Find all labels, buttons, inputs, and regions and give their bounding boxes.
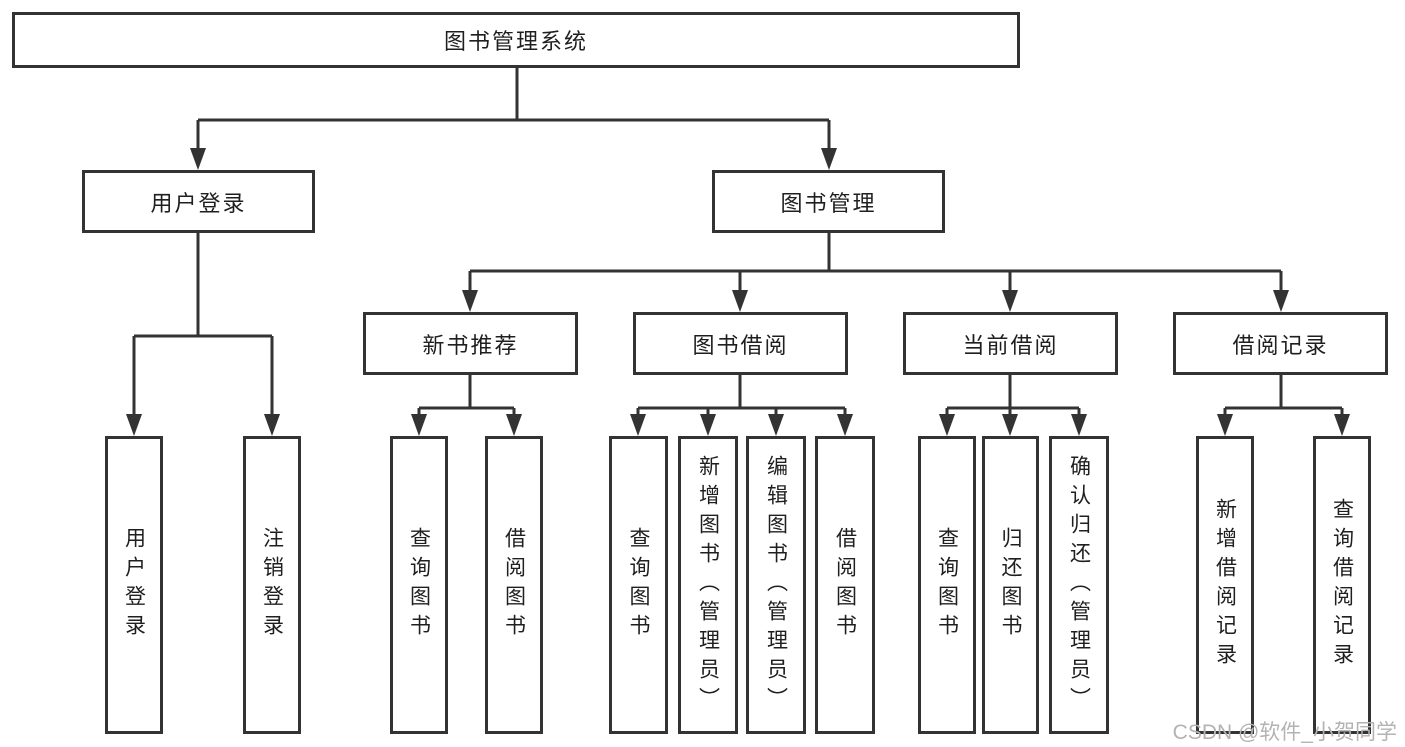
arrowhead (506, 414, 522, 436)
node-borrow-books-recommend: 借阅图书 (485, 436, 543, 734)
arrowhead (1002, 414, 1018, 436)
node-user-login-action: 用户登录 (105, 436, 163, 734)
node-borrow-books-action: 借阅图书 (815, 436, 875, 734)
node-return-book-label: 归还图书 (999, 527, 1022, 643)
node-book-management: 图书管理 (712, 170, 945, 233)
node-query-borrow-record: 查询借阅记录 (1313, 436, 1371, 734)
node-book-management-label: 图书管理 (780, 190, 877, 216)
arrowhead (190, 148, 206, 170)
node-book-borrow-label: 图书借阅 (692, 332, 789, 358)
node-edit-book-admin-label: 编辑图书（管理员） (764, 454, 788, 716)
arrowhead (264, 414, 280, 436)
connector-book-management-children (468, 233, 1283, 292)
arrowhead (700, 414, 716, 436)
node-borrow-record: 借阅记录 (1173, 312, 1388, 375)
node-query-books-current-label: 查询图书 (935, 527, 959, 643)
node-user-login: 用户登录 (82, 170, 315, 233)
connector-new-book-children (417, 375, 516, 418)
arrowhead (1071, 414, 1087, 436)
node-edit-book-admin: 编辑图书（管理员） (746, 436, 806, 734)
node-add-borrow-record-label: 新增借阅记录 (1213, 498, 1237, 672)
arrowhead (462, 290, 478, 312)
node-root: 图书管理系统 (12, 12, 1020, 68)
arrowhead (1273, 290, 1289, 312)
arrowhead (411, 414, 427, 436)
node-confirm-return-admin-label: 确认归还（管理员） (1067, 454, 1091, 716)
node-return-book: 归还图书 (982, 436, 1039, 734)
node-current-borrow-label: 当前借阅 (962, 332, 1059, 358)
node-query-books-recommend: 查询图书 (390, 436, 448, 734)
node-book-borrow: 图书借阅 (633, 312, 848, 375)
node-borrow-record-label: 借阅记录 (1232, 332, 1329, 358)
arrowhead (630, 414, 646, 436)
arrowhead (768, 414, 784, 436)
node-query-borrow-record-label: 查询借阅记录 (1330, 498, 1354, 672)
arrowhead (1334, 414, 1350, 436)
node-confirm-return-admin: 确认归还（管理员） (1049, 436, 1109, 734)
node-logout-label: 注销登录 (260, 527, 284, 643)
connector-book-borrow-children (636, 375, 847, 418)
arrowhead (732, 290, 748, 312)
node-query-books-recommend-label: 查询图书 (407, 527, 431, 643)
arrowhead (1002, 290, 1018, 312)
node-query-books-borrow: 查询图书 (609, 436, 668, 734)
node-user-login-label: 用户登录 (150, 190, 247, 216)
node-current-borrow: 当前借阅 (903, 312, 1118, 375)
node-borrow-books-action-label: 借阅图书 (833, 527, 857, 643)
node-query-books-borrow-label: 查询图书 (627, 527, 650, 643)
arrowhead (837, 414, 853, 436)
csdn-watermark: CSDN @软件_小贺同学 (1172, 721, 1397, 744)
node-add-book-admin: 新增图书（管理员） (678, 436, 738, 734)
connector-current-borrow-children (945, 375, 1081, 418)
node-new-book-recommend: 新书推荐 (363, 312, 578, 375)
node-root-label: 图书管理系统 (443, 29, 588, 54)
arrowhead (126, 414, 142, 436)
node-add-book-admin-label: 新增图书（管理员） (696, 454, 720, 716)
arrowhead (939, 414, 955, 436)
node-new-book-recommend-label: 新书推荐 (422, 332, 519, 358)
node-borrow-books-recommend-label: 借阅图书 (502, 527, 526, 643)
connector-borrow-record-children (1223, 375, 1344, 418)
node-query-books-current: 查询图书 (918, 436, 976, 734)
arrowhead (1217, 414, 1233, 436)
node-user-login-action-label: 用户登录 (122, 527, 146, 643)
node-add-borrow-record: 新增借阅记录 (1196, 436, 1254, 734)
connector-user-login-children (132, 233, 274, 418)
node-logout: 注销登录 (243, 436, 301, 734)
connector-root-to-level2 (196, 68, 831, 152)
arrowhead (821, 148, 837, 170)
